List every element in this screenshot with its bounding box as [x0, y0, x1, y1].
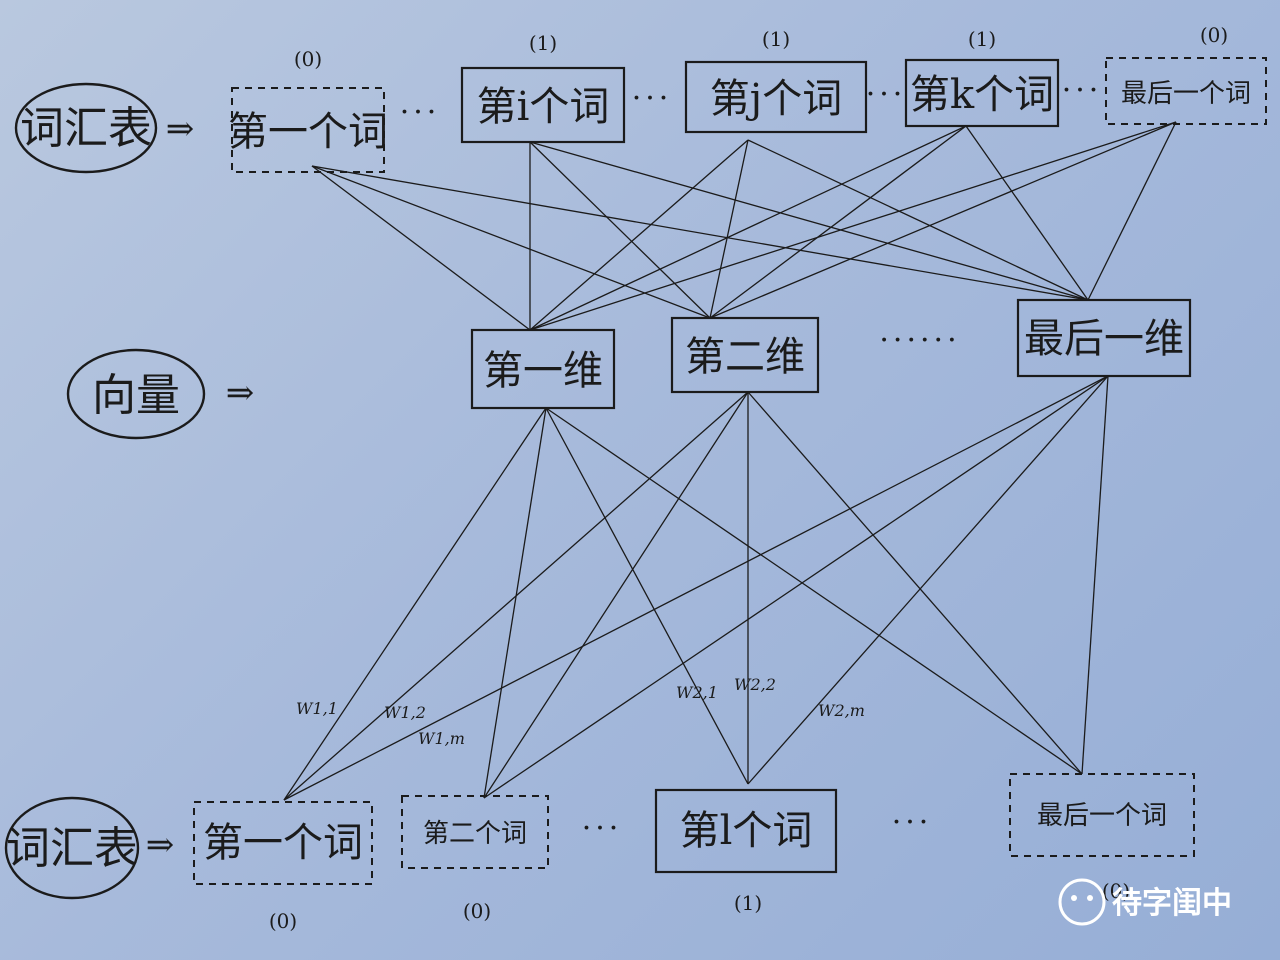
weight-1-2: W1,2 — [384, 703, 426, 722]
top-ellipsis-1: ··· — [400, 95, 441, 130]
edge-top-1-dim-1 — [529, 141, 711, 319]
chat-bubble-eye-left — [1071, 895, 1077, 901]
top-word-1-state: (0) — [294, 47, 322, 71]
bottom-vocab-ellipse — [4, 796, 140, 900]
weight-1-m: W1,m — [418, 729, 465, 748]
edge-bottom-0-dim-0 — [283, 407, 547, 801]
bottom-word-2-state: (0) — [463, 899, 491, 923]
top-arrow: ⇒ — [166, 109, 195, 149]
edge-top-2-dim-2 — [747, 139, 1089, 301]
edge-top-3-dim-1 — [709, 125, 967, 319]
bottom-word-2: 第二个词 (0) — [401, 795, 549, 923]
connection-lines — [283, 121, 1177, 801]
dim-2-text: 第二维 — [685, 334, 805, 380]
dim-2: 第二维 — [670, 316, 820, 394]
bottom-word-last: 最后一个词 (0) — [1009, 773, 1195, 903]
top-ellipsis-4: ··· — [1062, 73, 1103, 108]
middle-ellipsis: ······ — [879, 323, 960, 358]
top-word-i: 第i个词 (1) — [460, 31, 626, 144]
chat-bubble-icon — [1058, 878, 1106, 926]
edge-top-0-dim-0 — [311, 165, 531, 331]
watermark-text: 待字闺中 — [1112, 886, 1232, 921]
weight-2-1: W2,1 — [676, 683, 718, 702]
top-vocab-label: 词汇表 — [20, 103, 152, 154]
top-word-last-state: (0) — [1200, 23, 1228, 47]
bottom-vocab-label: 词汇表 — [6, 823, 138, 874]
watermark: 待字闺中 — [1058, 878, 1232, 926]
edge-bottom-1-dim-2 — [483, 375, 1109, 799]
edge-bottom-2-dim-0 — [545, 407, 749, 785]
dim-1: 第一维 — [470, 328, 616, 410]
vector-ellipse — [66, 348, 206, 440]
bottom-word-l: 第l个词 (1) — [654, 788, 838, 915]
dim-1-text: 第一维 — [483, 348, 603, 394]
edge-bottom-3-dim-1 — [747, 391, 1083, 775]
bottom-word-2-text: 第二个词 — [423, 819, 527, 849]
edge-top-2-dim-1 — [709, 139, 749, 319]
top-word-last-text: 最后一个词 — [1121, 79, 1251, 109]
bottom-ellipsis-1: ··· — [582, 811, 623, 846]
bottom-word-l-state: (1) — [734, 891, 762, 915]
edge-bottom-1-dim-1 — [483, 391, 749, 799]
middle-arrow: ⇒ — [226, 373, 255, 413]
vector-label: 向量 — [92, 370, 180, 421]
edge-top-2-dim-0 — [529, 139, 749, 331]
top-word-j-text: 第j个词 — [710, 76, 842, 122]
top-word-i-state: (1) — [529, 31, 557, 55]
top-word-1: 第一个词 (0) — [228, 47, 388, 173]
edge-bottom-3-dim-2 — [1081, 375, 1109, 775]
chat-bubble-eye-right — [1087, 895, 1093, 901]
top-word-1-text: 第一个词 — [228, 109, 388, 155]
weight-2-m: W2,m — [818, 701, 865, 720]
weight-2-2: W2,2 — [734, 675, 776, 694]
top-word-k-text: 第k个词 — [910, 72, 1054, 118]
edge-bottom-1-dim-0 — [483, 407, 547, 799]
bottom-word-1-text: 第一个词 — [203, 820, 363, 866]
top-word-k: 第k个词 (1) — [904, 27, 1060, 128]
dim-last: 最后一维 — [1016, 298, 1192, 378]
top-word-j: 第j个词 (1) — [684, 27, 868, 134]
edge-top-1-dim-2 — [529, 141, 1089, 301]
bottom-word-last-state: (0) — [1102, 879, 1130, 903]
bottom-word-l-text: 第l个词 — [680, 808, 813, 854]
edge-top-0-dim-2 — [311, 165, 1089, 301]
edge-bottom-2-dim-2 — [747, 375, 1109, 785]
edge-top-0-dim-1 — [311, 165, 711, 319]
weight-1-1: W1,1 — [296, 699, 338, 718]
edge-top-3-dim-0 — [529, 125, 967, 331]
bottom-ellipsis-2: ··· — [892, 805, 933, 840]
top-vocab-ellipse — [14, 82, 158, 174]
bottom-word-1-state: (0) — [269, 909, 297, 933]
top-word-k-state: (1) — [968, 27, 996, 51]
edge-bottom-0-dim-2 — [283, 375, 1109, 801]
top-ellipsis-2: ··· — [632, 81, 673, 116]
edge-top-4-dim-0 — [529, 121, 1177, 331]
edge-top-3-dim-2 — [965, 125, 1089, 301]
bottom-word-last-text: 最后一个词 — [1037, 801, 1167, 831]
top-word-j-state: (1) — [762, 27, 790, 51]
edge-top-4-dim-2 — [1087, 121, 1177, 301]
top-word-last: 最后一个词 (0) — [1105, 23, 1267, 125]
dim-last-text: 最后一维 — [1024, 316, 1184, 362]
bottom-arrow: ⇒ — [146, 825, 175, 865]
edge-bottom-3-dim-0 — [545, 407, 1083, 775]
bottom-word-1: 第一个词 (0) — [193, 801, 373, 933]
edge-top-4-dim-1 — [709, 121, 1177, 319]
top-ellipsis-3: ··· — [866, 77, 907, 112]
top-word-i-text: 第i个词 — [477, 84, 610, 130]
